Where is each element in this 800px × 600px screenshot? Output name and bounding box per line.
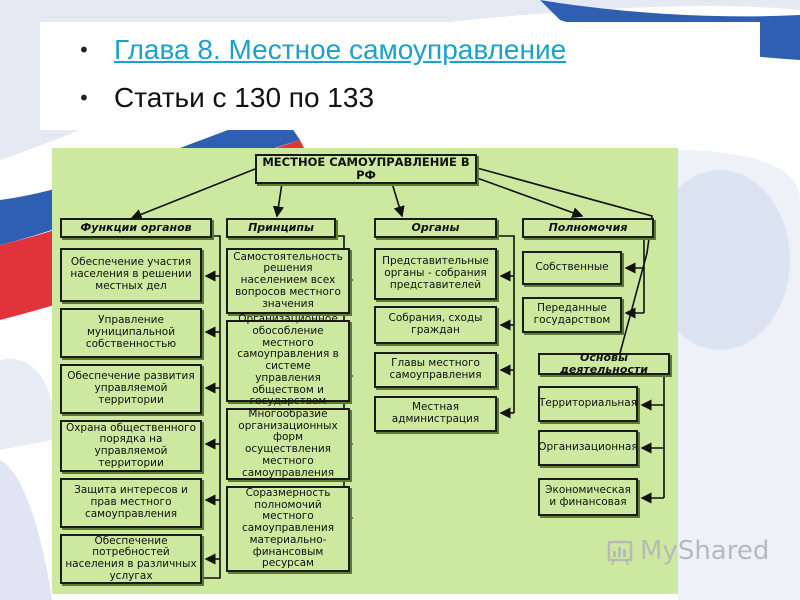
diagram-title: МЕСТНОЕ САМОУПРАВЛЕНИЕ В РФ <box>255 154 477 184</box>
body-item: Собрания, сходы граждан <box>374 306 497 344</box>
principle-item: Многообразие организационных форм осущес… <box>226 408 350 480</box>
function-item: Защита интересов и прав местного самоупр… <box>60 478 202 528</box>
function-item: Обеспечение развития управляемой террито… <box>60 364 202 414</box>
body-item: Местная администрация <box>374 396 497 432</box>
principle-item: Самостоятельность решения населением все… <box>226 248 350 314</box>
column-header-functions: Функции органов <box>60 218 212 238</box>
power-item: Собственные <box>522 251 622 285</box>
chapter-link[interactable]: Глава 8. Местное самоуправление <box>114 34 567 65</box>
slide-header: • Глава 8. Местное самоуправление • Стат… <box>40 22 760 130</box>
basis-item: Экономическая и финансовая <box>538 478 638 516</box>
diagram-panel: МЕСТНОЕ САМОУПРАВЛЕНИЕ В РФ Функции орга… <box>52 148 678 594</box>
principle-item: Соразмерность полномочий местного самоуп… <box>226 486 350 572</box>
bullet-item-articles: • Статьи с 130 по 133 <box>78 82 374 114</box>
function-item: Охрана общественного порядка на управляе… <box>60 420 202 472</box>
body-item: Главы местного самоуправления <box>374 352 497 388</box>
watermark-text: MyShared <box>640 536 770 566</box>
bullet-dot-icon: • <box>78 86 90 110</box>
principle-item: Организационное обособление местного сам… <box>226 313 350 407</box>
column-header-powers: Полномочия <box>522 218 654 238</box>
basis-item: Организационная <box>538 430 638 466</box>
power-item: Переданные государством <box>522 297 622 333</box>
bullet-dot-icon: • <box>78 38 90 62</box>
basis-header: Основы деятельности <box>538 351 670 376</box>
watermark: MyShared <box>606 536 769 566</box>
function-item: Обеспечение участия населения в решении … <box>60 248 202 302</box>
myshared-logo-icon <box>607 540 633 566</box>
bullet-item-chapter: • Глава 8. Местное самоуправление <box>78 34 566 66</box>
articles-text: Статьи с 130 по 133 <box>114 82 375 113</box>
column-header-principles: Принципы <box>226 218 336 238</box>
function-item: Управление муниципальной собственностью <box>60 308 202 358</box>
function-item: Обеспечение потребностей населения в раз… <box>60 534 202 584</box>
column-header-bodies: Органы <box>374 218 497 238</box>
basis-item: Территориальная <box>538 386 638 422</box>
body-item: Представительные органы - собрания предс… <box>374 248 497 300</box>
